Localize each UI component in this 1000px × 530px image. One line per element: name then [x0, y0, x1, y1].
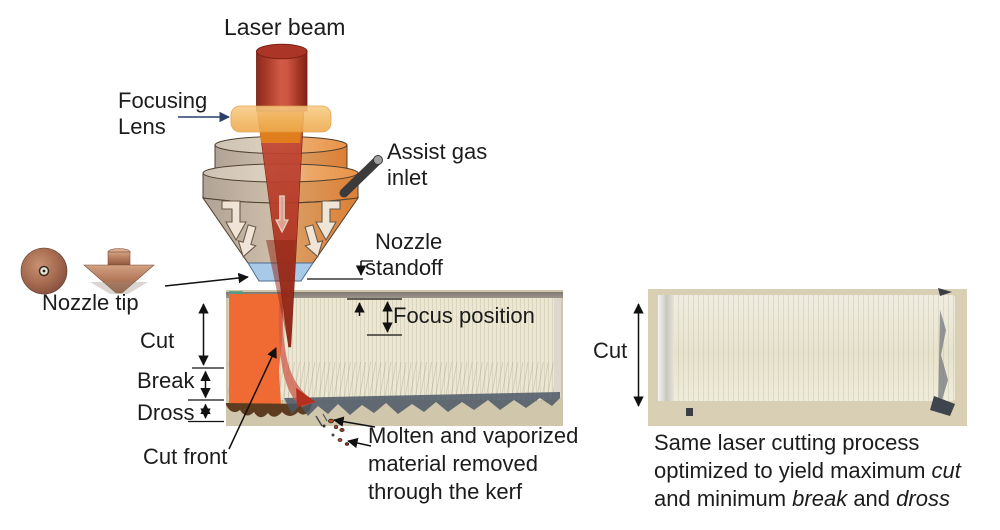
- focusing-lens-shape: [230, 105, 332, 133]
- particle: [337, 438, 343, 442]
- label-break: Break: [137, 368, 195, 393]
- optimized-sample-face: [658, 295, 955, 401]
- beam-through-lens: [258, 112, 303, 143]
- gas-arrow-left-icon: [221, 200, 247, 242]
- label-nozzle-tip: Nozzle tip: [42, 290, 139, 315]
- nozzle-orifice: [38, 265, 50, 277]
- laser-beam-cylinder: [256, 50, 308, 112]
- particle: [339, 428, 345, 432]
- gas-arrow-lower-left-icon: [237, 224, 257, 258]
- nozzle-tip-photos: [20, 247, 155, 295]
- assist-gas-tube-cap: [373, 155, 383, 165]
- label-laser-beam: Laser beam: [224, 14, 346, 40]
- label-cut-left: Cut: [140, 328, 175, 353]
- nozzle-tip-arrow: [164, 272, 249, 287]
- gas-arrow-center-icon: [275, 195, 289, 234]
- optimized-sample-left-edge: [658, 295, 674, 401]
- assist-gas-tube: [339, 155, 383, 198]
- nozzle-tip-shape: [247, 262, 314, 282]
- nozzle-photo-cylinder: [107, 251, 131, 266]
- nozzle-orifice-hole: [42, 269, 46, 273]
- upper-cylinder-top: [214, 136, 348, 154]
- cut-sample-photo-right: [648, 289, 967, 426]
- nozzle-tip-photo-side-view: [83, 264, 155, 294]
- sample-top-edge: [226, 292, 563, 298]
- upper-cylinder: [214, 144, 348, 177]
- nozzle-cone: [201, 197, 360, 264]
- particle: [331, 433, 335, 437]
- sample-break-zone: [228, 362, 558, 402]
- sample-right-edge: [554, 298, 561, 398]
- nozzle-tip-photo-bottom-view: [20, 247, 68, 295]
- gas-arrow-right-icon: [315, 200, 341, 242]
- label-cut-right: Cut: [593, 338, 628, 363]
- laser-beam-cylinder-top: [256, 43, 308, 60]
- label-cut-front: Cut front: [143, 444, 228, 469]
- lower-cylinder-top: [202, 163, 359, 183]
- nozzle-photo-cylinder-top: [107, 248, 131, 256]
- label-focus-position: Focus position: [393, 303, 535, 328]
- particle: [344, 442, 350, 446]
- gas-arrow-lower-right-icon: [304, 224, 324, 258]
- label-dross: Dross: [137, 400, 195, 425]
- lower-cylinder: [202, 172, 359, 204]
